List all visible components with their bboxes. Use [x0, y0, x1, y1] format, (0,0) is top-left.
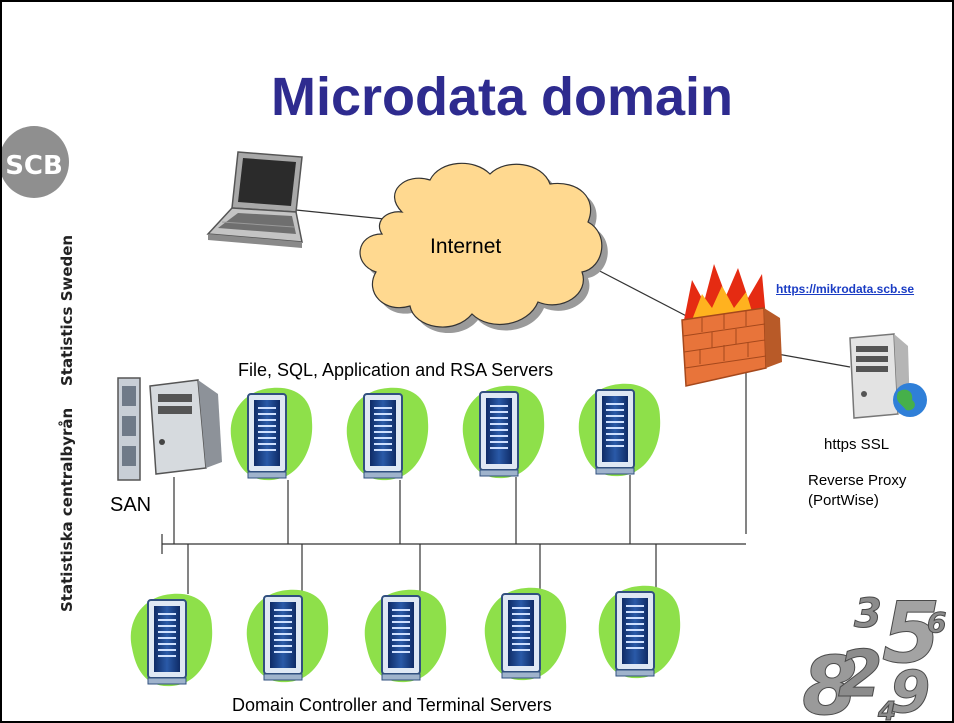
web-server-icon [849, 333, 927, 419]
domain-servers-label: Domain Controller and Terminal Servers [232, 695, 552, 715]
san-label: SAN [110, 494, 152, 516]
decor-digit: 5 [882, 584, 940, 682]
sidebar-org-name-en: Statistics Sweden [58, 234, 76, 386]
tower-server-icon [149, 379, 222, 475]
decorative-numbers: 8 3 5 2 9 6 4 [802, 584, 947, 723]
decor-digit: 9 [890, 658, 930, 723]
slide-title: Microdata domain [270, 67, 734, 127]
mikrodata-link[interactable]: https://mikrodata.scb.se [776, 282, 915, 296]
server-icon [363, 588, 448, 684]
server-icon [483, 586, 568, 682]
network-links [161, 209, 851, 594]
ssl-label: https SSL [824, 436, 890, 453]
portwise-label: (PortWise) [808, 492, 879, 509]
server-icon [345, 386, 430, 482]
servers-label: File, SQL, Application and RSA Servers [238, 360, 554, 380]
server-icon [129, 592, 214, 688]
internet-cloud [359, 162, 608, 334]
firewall-icon [681, 264, 782, 387]
decor-digit: 2 [838, 638, 883, 712]
decor-digit: 8 [802, 640, 858, 723]
decor-digit: 3 [854, 591, 882, 637]
server-icon [245, 588, 330, 684]
server-icon [597, 584, 682, 680]
san-storage-icon [117, 377, 141, 481]
laptop-icon [206, 151, 303, 248]
decor-digit: 4 [877, 697, 896, 723]
scb-logo-text: SCB [5, 151, 63, 181]
scb-logo: SCB [2, 126, 69, 198]
server-icon [229, 386, 314, 482]
sidebar-org-name-sv: Statistiska centralbyrån [58, 407, 76, 612]
internet-label: Internet [430, 235, 502, 258]
server-icon [461, 384, 546, 480]
server-icon [577, 382, 662, 478]
reverse-proxy-label: Reverse Proxy [808, 472, 907, 489]
decor-digit: 6 [927, 606, 946, 639]
